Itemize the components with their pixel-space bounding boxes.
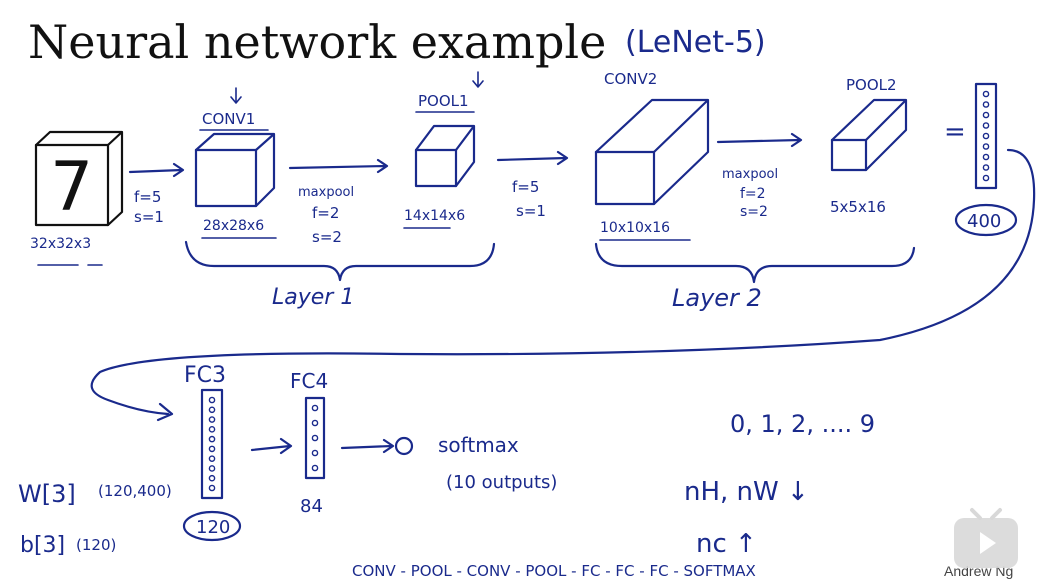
note-sequence: CONV - POOL - CONV - POOL - FC - FC - FC… bbox=[352, 562, 756, 580]
vector-unit bbox=[311, 419, 319, 427]
conv1-marker-arrow bbox=[230, 87, 242, 104]
vector-unit bbox=[208, 416, 216, 423]
flatten-size-circle bbox=[954, 203, 1018, 237]
arrow-conv2-pool2 bbox=[716, 132, 803, 148]
conv2-param-s: s=1 bbox=[516, 202, 546, 220]
note-nhw: nH, nW ↓ bbox=[684, 477, 809, 507]
vector-unit bbox=[208, 406, 216, 414]
pool1-volume bbox=[414, 124, 476, 188]
conv1-size: 28x28x6 bbox=[203, 218, 264, 234]
vector-unit bbox=[982, 101, 990, 108]
weight-w: W[3] bbox=[18, 480, 76, 508]
vector-unit bbox=[208, 484, 216, 492]
vector-unit bbox=[982, 153, 990, 161]
weight-w-shape: (120,400) bbox=[98, 482, 172, 500]
vector-unit bbox=[208, 465, 216, 472]
pool2-op: maxpool bbox=[722, 167, 778, 182]
conv2-param-f: f=5 bbox=[512, 178, 539, 196]
flatten-equals: = bbox=[944, 117, 966, 147]
pool1-param-f: f=2 bbox=[312, 204, 339, 222]
layer1-label: Layer 1 bbox=[272, 285, 354, 310]
vector-unit bbox=[982, 143, 990, 150]
layer2-label: Layer 2 bbox=[672, 284, 762, 312]
pool2-label: POOL2 bbox=[846, 76, 897, 94]
vector-unit bbox=[311, 404, 319, 412]
vector-unit bbox=[982, 122, 990, 129]
vector-unit bbox=[982, 132, 990, 140]
note-classes: 0, 1, 2, .... 9 bbox=[730, 410, 875, 438]
vector-unit bbox=[208, 396, 216, 404]
fc3-size-circle bbox=[182, 510, 242, 542]
softmax-note: (10 outputs) bbox=[446, 472, 557, 493]
fc3-label: FC3 bbox=[184, 363, 226, 388]
conv1-volume bbox=[194, 132, 276, 208]
arrow-pool1-conv2 bbox=[496, 150, 569, 166]
pool2-param-s: s=2 bbox=[740, 204, 768, 220]
weight-b-shape: (120) bbox=[76, 536, 116, 554]
slide-title: Neural network example bbox=[28, 15, 606, 69]
arrow-fc3-fc4 bbox=[250, 437, 293, 455]
pool1-op: maxpool bbox=[298, 185, 354, 200]
weight-b: b[3] bbox=[20, 533, 65, 558]
flatten-size: 400 bbox=[967, 211, 1001, 232]
pool1-label: POOL1 bbox=[418, 92, 469, 110]
vector-unit bbox=[982, 174, 990, 182]
connector-flatten-fc3 bbox=[90, 148, 1036, 422]
vector-unit bbox=[208, 426, 216, 433]
pool1-marker-arrow bbox=[472, 71, 484, 88]
layer2-brace bbox=[594, 242, 916, 284]
arrow-input-conv1 bbox=[128, 162, 185, 178]
slide-subtitle: (LeNet-5) bbox=[625, 25, 766, 60]
layer1-brace bbox=[184, 240, 496, 282]
conv2-size: 10x10x16 bbox=[600, 220, 670, 236]
note-nc: nc ↑ bbox=[696, 529, 757, 559]
vector-unit bbox=[311, 449, 319, 457]
arrow-conv1-pool1 bbox=[288, 158, 389, 174]
vector-unit bbox=[208, 445, 216, 453]
vector-unit bbox=[208, 474, 216, 482]
softmax-node bbox=[394, 436, 414, 456]
pool1-param-s: s=2 bbox=[312, 228, 342, 246]
play-logo-icon bbox=[954, 508, 1018, 568]
vector-unit bbox=[982, 111, 990, 119]
pool2-param-f: f=2 bbox=[740, 186, 766, 202]
vector-unit bbox=[208, 455, 216, 462]
vector-unit bbox=[311, 434, 319, 442]
pool2-size: 5x5x16 bbox=[830, 198, 886, 216]
conv1-param-f: f=5 bbox=[134, 188, 161, 206]
conv1-label: CONV1 bbox=[202, 110, 255, 128]
vector-unit bbox=[208, 435, 216, 443]
input-digit: 7 bbox=[50, 148, 93, 227]
vector-unit bbox=[982, 90, 990, 98]
fc4-label: FC4 bbox=[290, 369, 328, 393]
pool2-volume bbox=[830, 98, 908, 172]
fc3-size: 120 bbox=[196, 517, 230, 538]
fc4-vector bbox=[304, 396, 326, 480]
conv2-volume bbox=[594, 98, 710, 206]
fc4-size: 84 bbox=[300, 496, 323, 517]
pool1-size: 14x14x6 bbox=[404, 208, 465, 224]
vector-unit bbox=[311, 464, 319, 472]
input-volume: 7 bbox=[34, 130, 124, 227]
flatten-vector bbox=[974, 82, 998, 190]
input-size: 32x32x3 bbox=[30, 236, 91, 252]
vector-unit bbox=[982, 164, 990, 171]
arrow-fc4-softmax bbox=[340, 438, 395, 454]
conv1-param-s: s=1 bbox=[134, 208, 164, 226]
conv2-label: CONV2 bbox=[604, 70, 657, 88]
softmax-label: softmax bbox=[438, 433, 519, 457]
fc3-vector bbox=[200, 388, 224, 500]
